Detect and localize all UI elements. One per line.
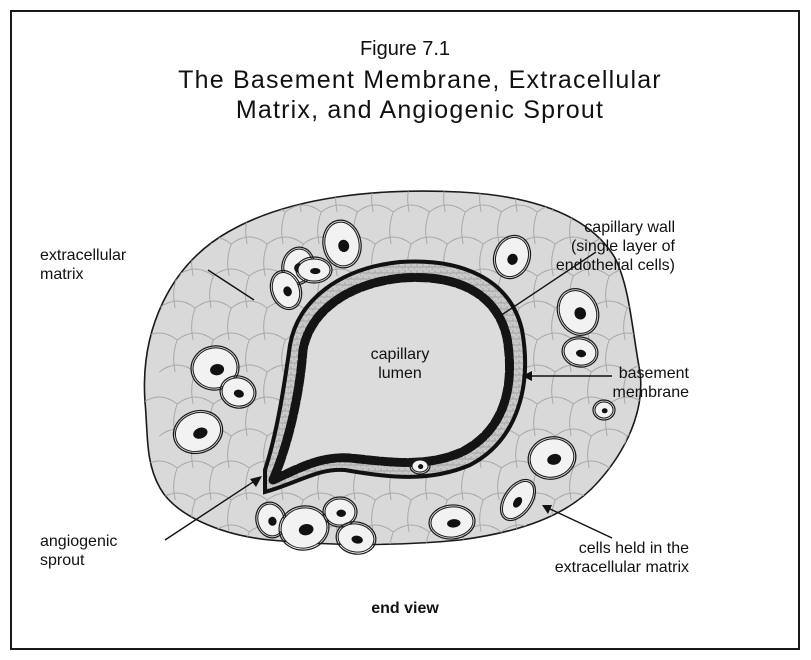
leader-cells-held: [548, 508, 612, 538]
matrix-fiber: [645, 461, 681, 500]
matrix-fiber: [591, 173, 627, 212]
cell-nucleus: [310, 268, 320, 274]
matrix-fiber: [609, 461, 645, 500]
matrix-fiber: [555, 173, 591, 212]
matrix-fiber: [141, 205, 177, 244]
label-basement-membrane: basement membrane: [613, 364, 689, 402]
cell-nucleus: [418, 464, 423, 469]
matrix-fiber: [663, 173, 699, 212]
label-extracellular-matrix: extracellular matrix: [40, 246, 126, 284]
matrix-fiber: [645, 397, 681, 436]
matrix-fiber: [663, 429, 699, 468]
matrix-fiber: [159, 173, 195, 212]
matrix-fiber: [627, 493, 663, 532]
matrix-fiber: [663, 493, 699, 532]
matrix-fiber: [591, 493, 627, 532]
label-angiogenic-sprout: angiogenic sprout: [40, 532, 117, 570]
matrix-fiber: [231, 173, 267, 212]
matrix-fiber: [663, 301, 699, 340]
cell-nucleus: [336, 510, 346, 517]
label-capillary-wall: capillary wall (single layer of endothel…: [556, 218, 675, 275]
figure-caption: end view: [371, 600, 439, 618]
matrix-fiber: [627, 429, 663, 468]
matrix-fiber: [177, 205, 213, 244]
matrix-cell: [296, 257, 332, 283]
matrix-fiber: [141, 525, 177, 564]
matrix-fiber: [177, 525, 213, 564]
matrix-cell: [593, 400, 615, 420]
matrix-fiber: [195, 173, 231, 212]
label-capillary-lumen: capillary lumen: [371, 345, 430, 383]
cell-nucleus: [602, 408, 608, 413]
matrix-cell: [410, 458, 430, 474]
matrix-fiber: [627, 173, 663, 212]
label-cells-held: cells held in the extracellular matrix: [555, 539, 689, 577]
